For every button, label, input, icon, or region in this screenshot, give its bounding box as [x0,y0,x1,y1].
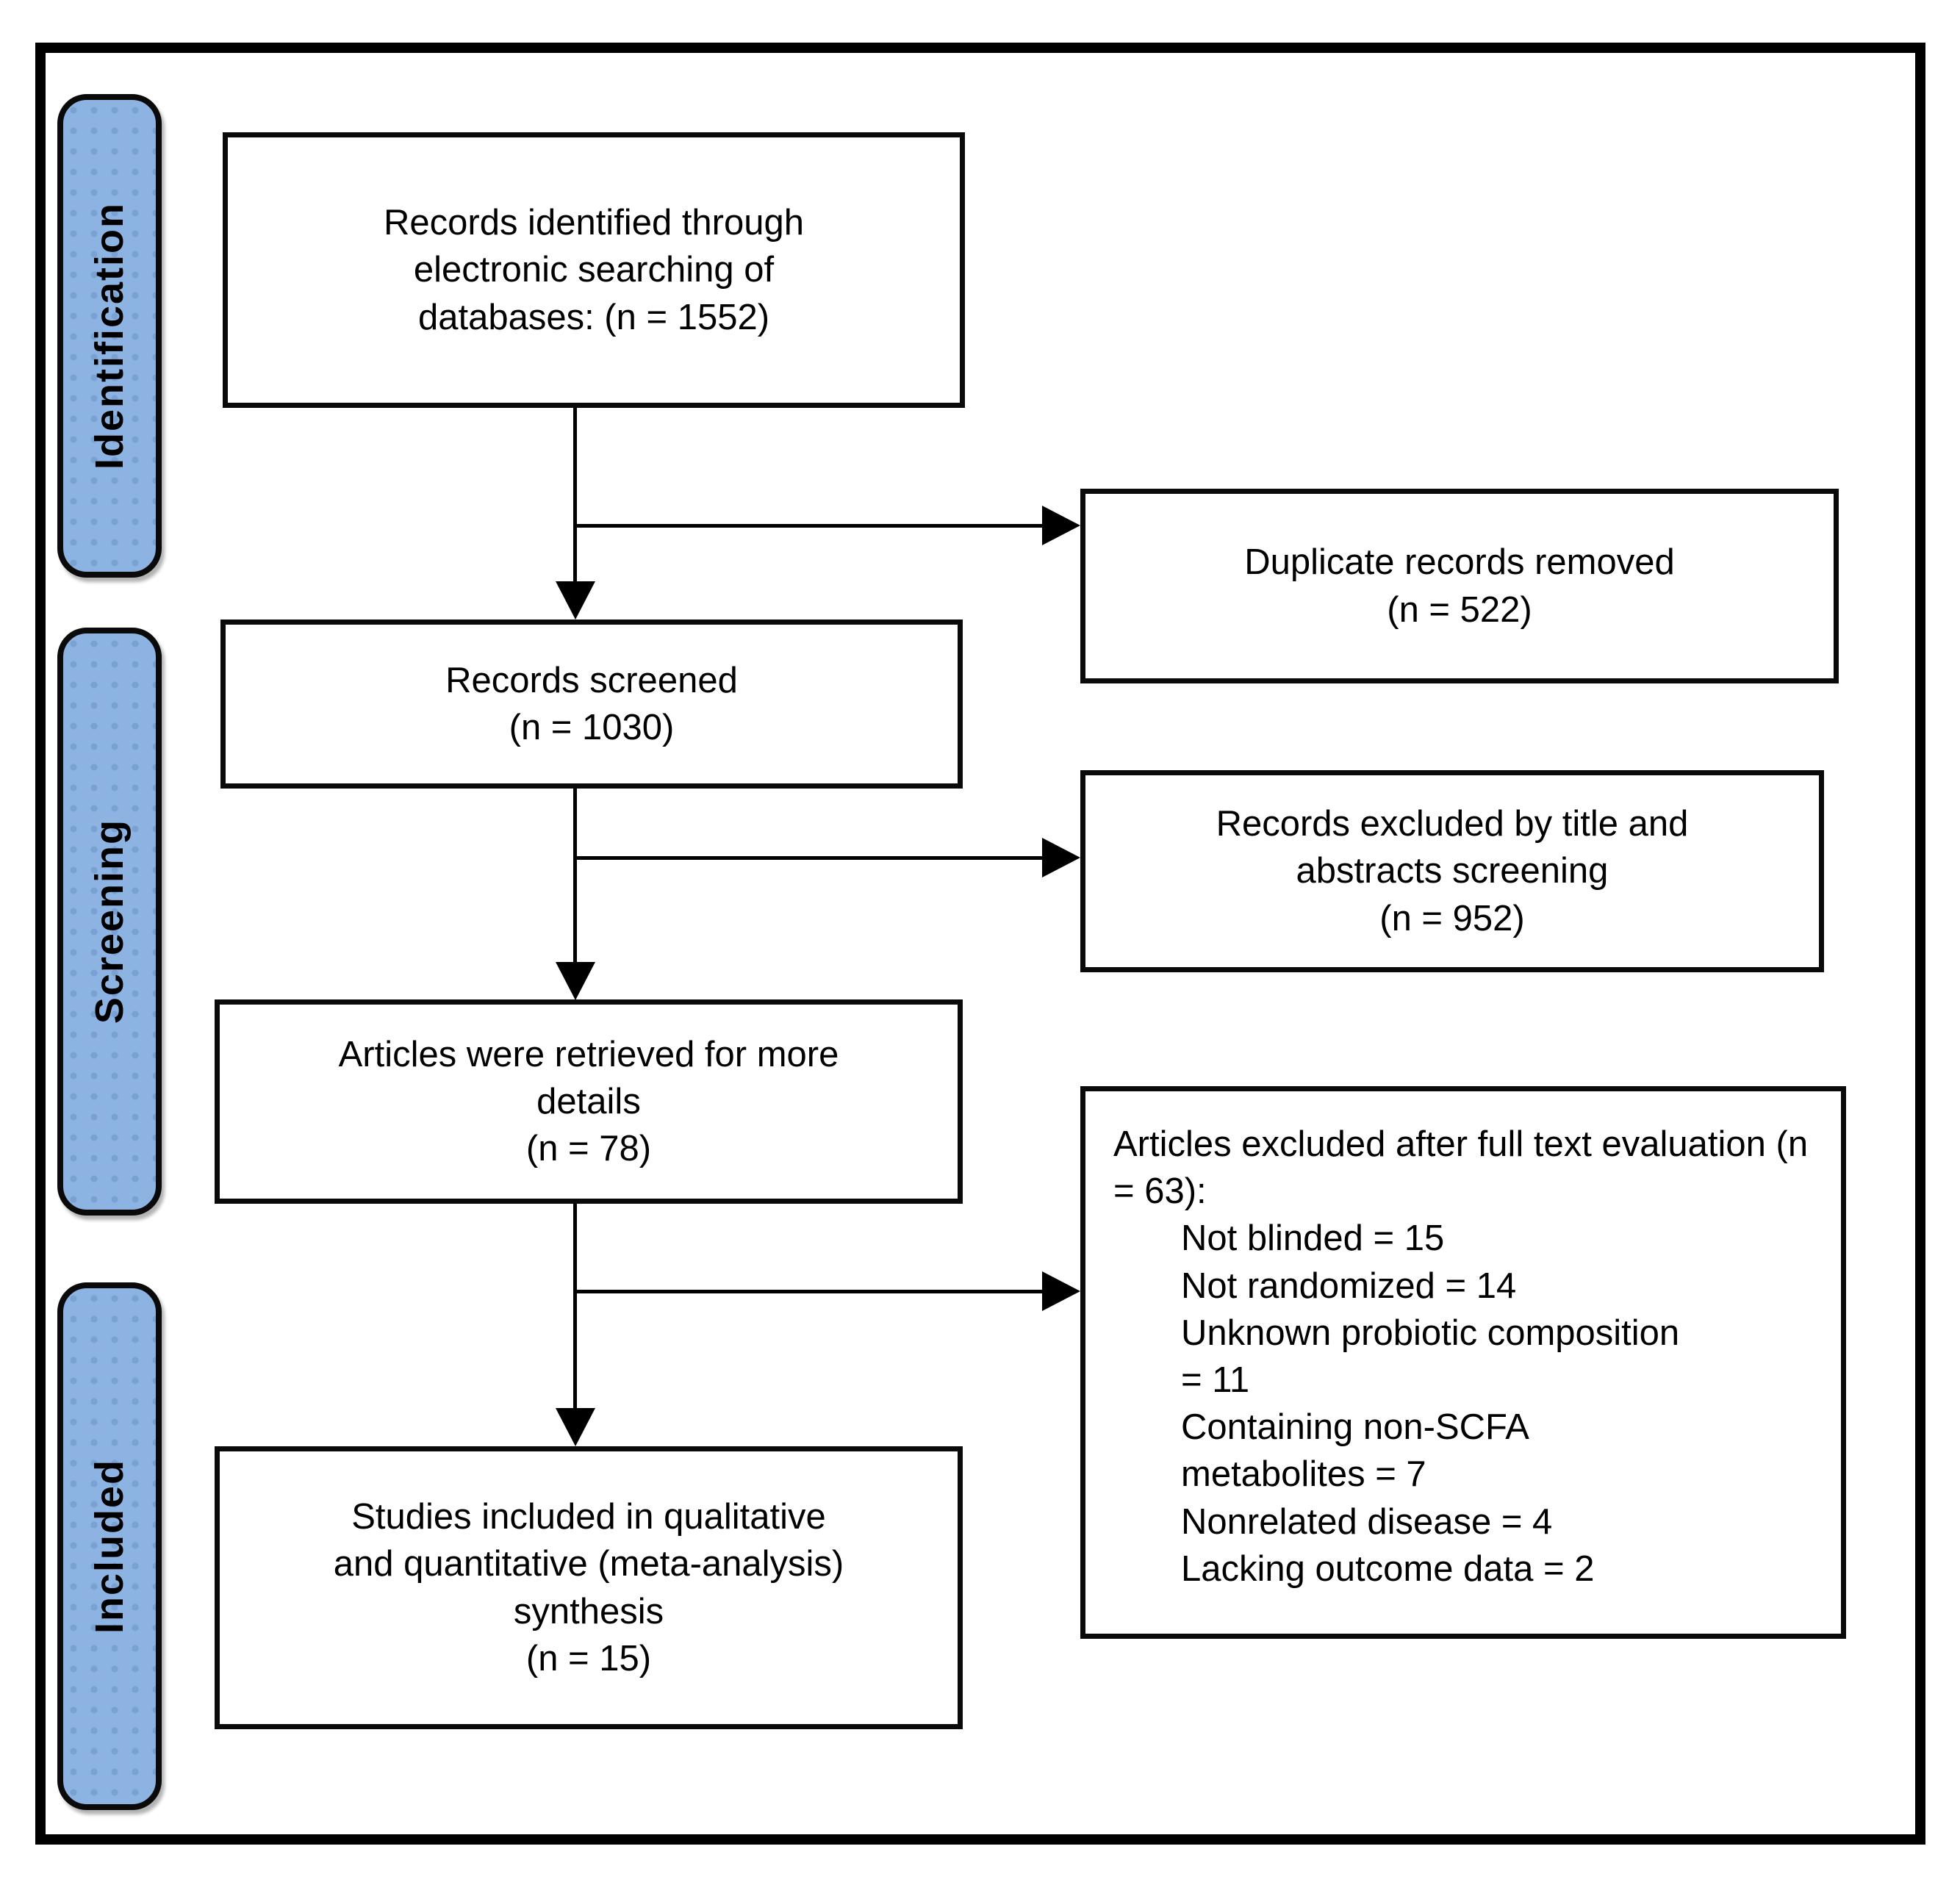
stage-label-screening: Screening [87,819,132,1024]
box-articles-retrieved-text: Articles were retrieved for more details… [338,1034,839,1169]
box-duplicate-records-removed: Duplicate records removed (n = 522) [1080,489,1839,683]
box-records-identified: Records identified through electronic se… [223,132,965,408]
arrowhead-right-to-excluded-screening [1042,838,1080,877]
box-studies-included-synthesis: Studies included in qualitative and quan… [215,1446,963,1729]
box-records-screened: Records screened (n = 1030) [220,620,963,789]
box-articles-retrieved: Articles were retrieved for more details… [215,999,963,1204]
connector-to-excluded-screening [575,856,1042,860]
excluded-full-text-heading: Articles excluded after full text evalua… [1113,1124,1809,1212]
stage-pill-included: Included [57,1282,162,1810]
connector-to-duplicates-removed [575,524,1042,528]
connector-retrieved-to-included [573,1204,577,1411]
box-articles-excluded-full-text: Articles excluded after full text evalua… [1080,1086,1846,1639]
exclusion-reason-nonrelated-disease: Nonrelated disease = 4 [1181,1501,1553,1542]
connector-to-excluded-full-text [575,1290,1042,1293]
connector-screened-to-retrieved [573,789,577,965]
box-studies-included-synthesis-text: Studies included in qualitative and quan… [333,1497,844,1678]
stage-label-identification: Identification [87,202,132,470]
box-records-screened-text: Records screened (n = 1030) [445,660,738,747]
arrowhead-right-to-excluded-full-text [1042,1271,1080,1311]
box-records-excluded-title-abstract-text: Records excluded by title and abstracts … [1216,804,1689,938]
exclusion-reason-not-randomized: Not randomized = 14 [1181,1265,1517,1306]
arrowhead-right-to-duplicates-removed [1042,506,1080,545]
stage-label-included: Included [87,1458,132,1634]
stage-pill-screening: Screening [57,628,162,1216]
arrowhead-down-to-screened [556,581,595,620]
arrowhead-down-to-included [556,1408,595,1446]
exclusion-reason-not-blinded: Not blinded = 15 [1181,1218,1445,1259]
box-duplicate-records-removed-text: Duplicate records removed (n = 522) [1244,542,1675,630]
connector-identified-to-screened [573,408,577,584]
exclusion-reason-lacking-outcome: Lacking outcome data = 2 [1181,1548,1595,1589]
exclusion-reason-unknown-probiotic: Unknown probiotic composition = 11 [1181,1313,1680,1400]
box-records-excluded-title-abstract: Records excluded by title and abstracts … [1080,770,1824,972]
stage-pill-identification: Identification [57,94,162,578]
arrowhead-down-to-retrieved [556,962,595,1000]
box-records-identified-text: Records identified through electronic se… [383,203,805,337]
exclusion-reason-non-scfa: Containing non-SCFA metabolites = 7 [1181,1407,1528,1495]
